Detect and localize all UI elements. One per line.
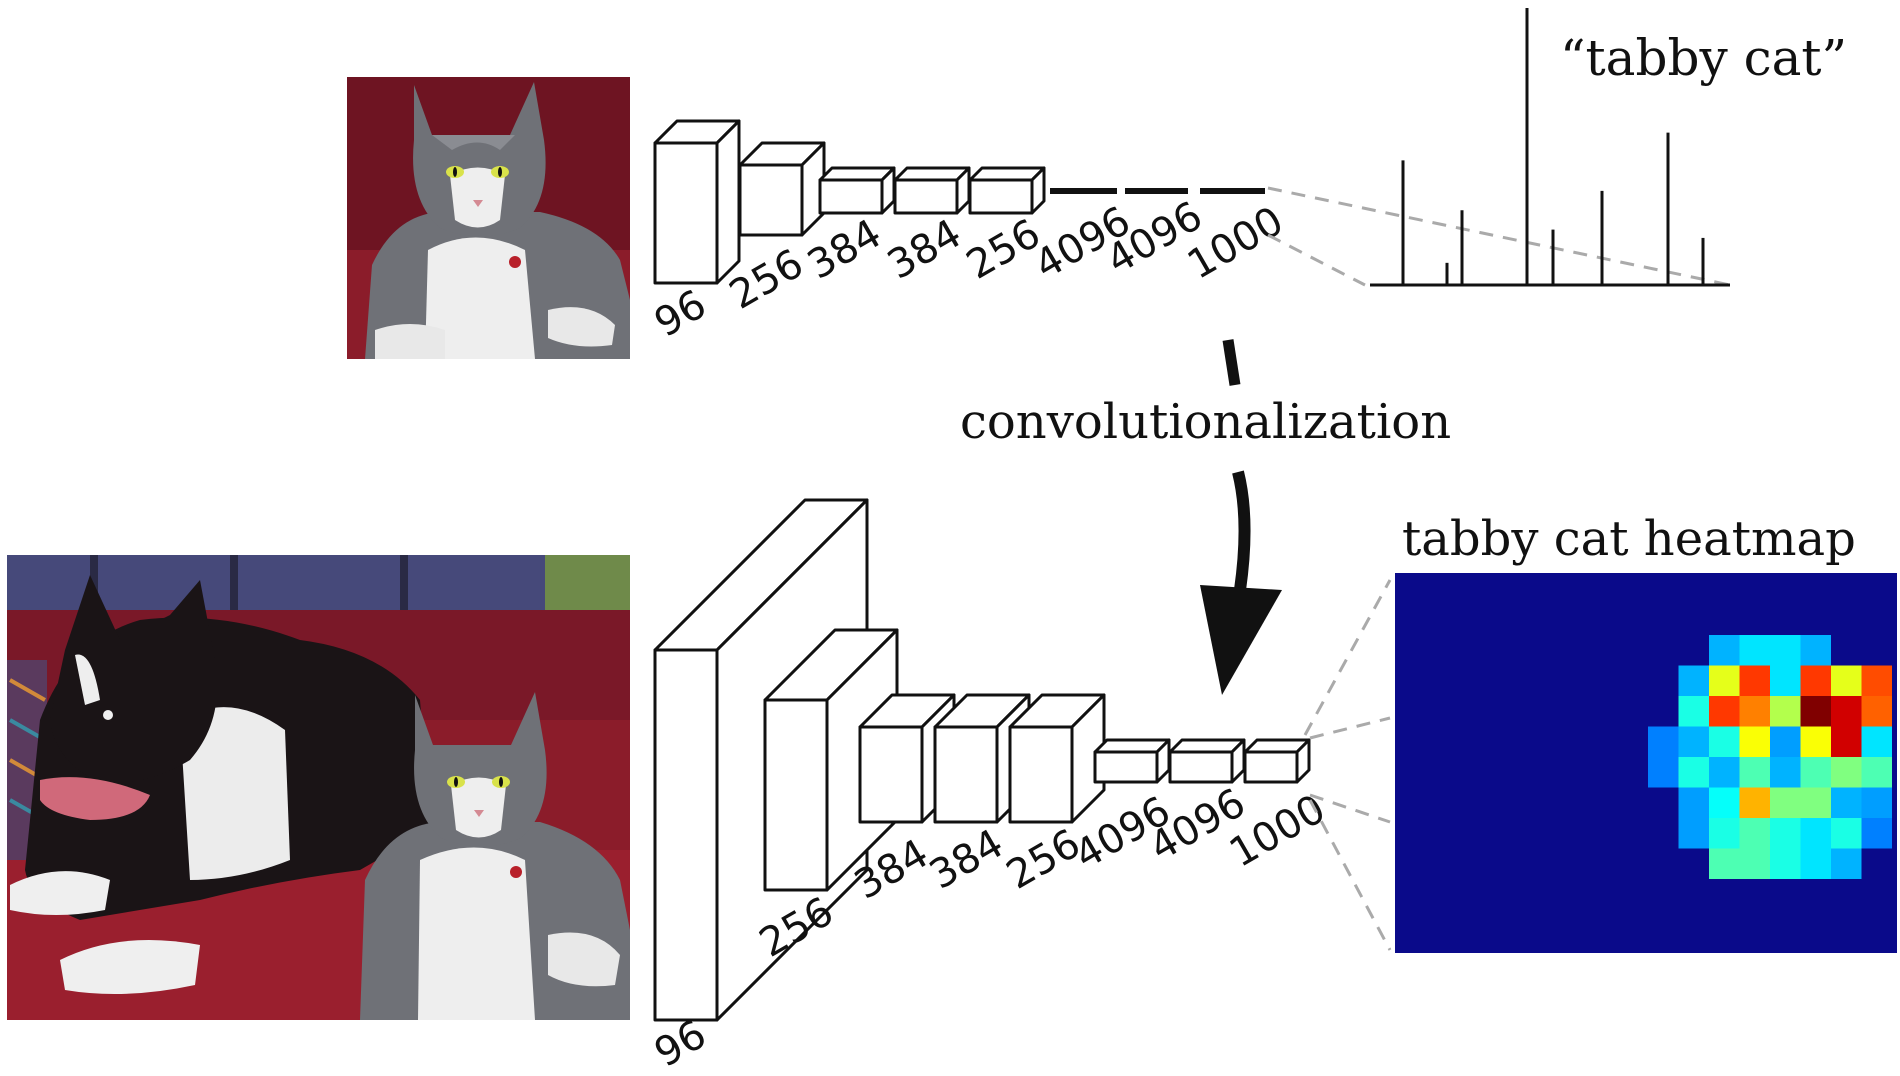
heatmap-cell [1739,726,1770,757]
heatmap-cell [1678,818,1709,849]
heatmap-cell [1770,818,1801,849]
heatmap-cell [1800,818,1831,849]
heatmap-cell [1770,726,1801,757]
heatmap-cell [1709,757,1740,788]
arrow-shaft-top [1222,339,1241,386]
bottom-projection-lines [1303,579,1392,951]
heatmap-cell [1831,726,1862,757]
heatmap-cell [1678,757,1709,788]
bottom-block-1000 [1243,738,1311,784]
top-block-384b [893,166,971,215]
top-projection-lines [1267,186,1731,287]
bottom-output-label: tabby cat heatmap [1402,511,1856,567]
heatmap-cell [1770,696,1801,727]
heatmap-cell [1739,635,1770,666]
top-block-256b [968,166,1046,215]
top-cat-photo [347,77,630,359]
heatmap-cell [1648,726,1679,757]
heatmap-cell [1678,787,1709,818]
heatmap-cell [1770,665,1801,696]
heatmap-cell [1739,848,1770,879]
convolutionalization-label: convolutionalization [960,394,1451,450]
arrow-head-icon [1200,585,1282,695]
heatmap-cell [1770,757,1801,788]
bottom-label-384b: 384 [922,821,1011,899]
heatmap-cell [1739,665,1770,696]
heatmap-cell [1678,726,1709,757]
bottom-network-layers [653,498,1311,1022]
heatmap-cell [1800,696,1831,727]
heatmap-cell [1861,726,1892,757]
heatmap-cell [1831,665,1862,696]
top-block-384a [818,166,896,215]
heatmap-cell [1800,635,1831,666]
top-block-96 [653,119,741,285]
heatmap-cell [1739,696,1770,727]
heatmap-cell [1800,848,1831,879]
heatmap-cell [1709,848,1740,879]
heatmap-cell [1709,787,1740,818]
heatmap-cell [1739,818,1770,849]
down-arrow-icon [1232,470,1251,591]
heatmap-cell [1800,665,1831,696]
top-block-256 [738,141,826,237]
heatmap-cell [1678,665,1709,696]
heatmap-cell [1861,665,1892,696]
top-label-384b: 384 [880,211,969,289]
tabby-cat-heatmap [1395,573,1897,953]
heatmap-cell [1770,635,1801,666]
bottom-block-4096b [1168,738,1246,784]
heatmap-cell [1739,787,1770,818]
heatmap-cell [1739,757,1770,788]
heatmap-cell [1861,818,1892,849]
heatmap-cell [1648,757,1679,788]
heatmap-cell [1709,818,1740,849]
bottom-label-256b: 256 [999,821,1088,899]
heatmap-cell [1770,848,1801,879]
heatmap-cell [1709,696,1740,727]
bottom-block-256b [1008,693,1106,824]
heatmap-cell [1831,696,1862,727]
class-score-plot [1370,8,1730,287]
heatmap-cell [1861,757,1892,788]
heatmap-cell [1678,696,1709,727]
heatmap-cell [1709,665,1740,696]
heatmap-cell [1831,818,1862,849]
heatmap-cell [1770,787,1801,818]
heatmap-cell [1831,757,1862,788]
heatmap-cell [1800,757,1831,788]
heatmap-cell [1861,787,1892,818]
top-output-label: “tabby cat” [1560,29,1847,87]
heatmap-cell [1800,726,1831,757]
heatmap-cell [1861,696,1892,727]
heatmap-cell [1800,787,1831,818]
bottom-block-4096a [1093,738,1171,784]
bottom-dog-cat-photo [7,555,630,1020]
top-network-layers [653,119,1046,285]
heatmap-cell [1831,787,1862,818]
heatmap-cell [1709,635,1740,666]
heatmap-cell [1831,848,1862,879]
top-label-96: 96 [647,281,714,346]
heatmap-cell [1709,726,1740,757]
